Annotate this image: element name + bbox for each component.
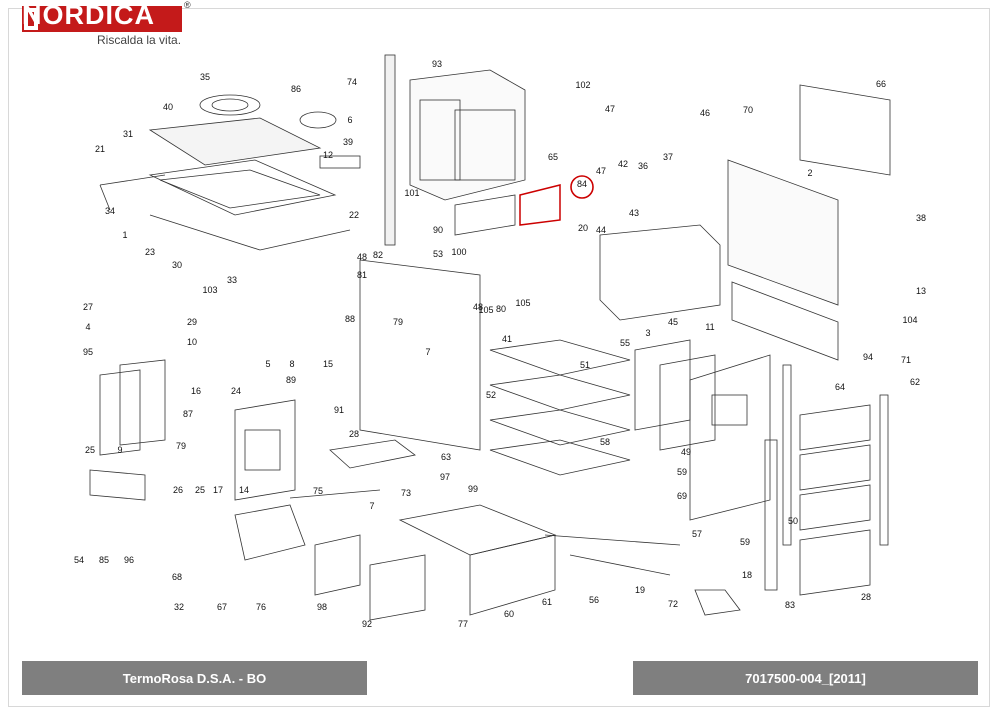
brand-tagline: Riscalda la vita. (97, 33, 182, 47)
nordica-logo (22, 6, 182, 32)
footer-model: TermoRosa D.S.A. - BO (122, 670, 267, 686)
footer-model-box: TermoRosa D.S.A. - BO (22, 661, 367, 695)
footer-code-box: 7017500-004_[2011] (633, 661, 978, 695)
page-frame (8, 8, 990, 707)
brand-name: NORDICA (22, 0, 155, 30)
registered-mark: ® (184, 0, 191, 10)
footer-code: 7017500-004_[2011] (745, 670, 866, 686)
